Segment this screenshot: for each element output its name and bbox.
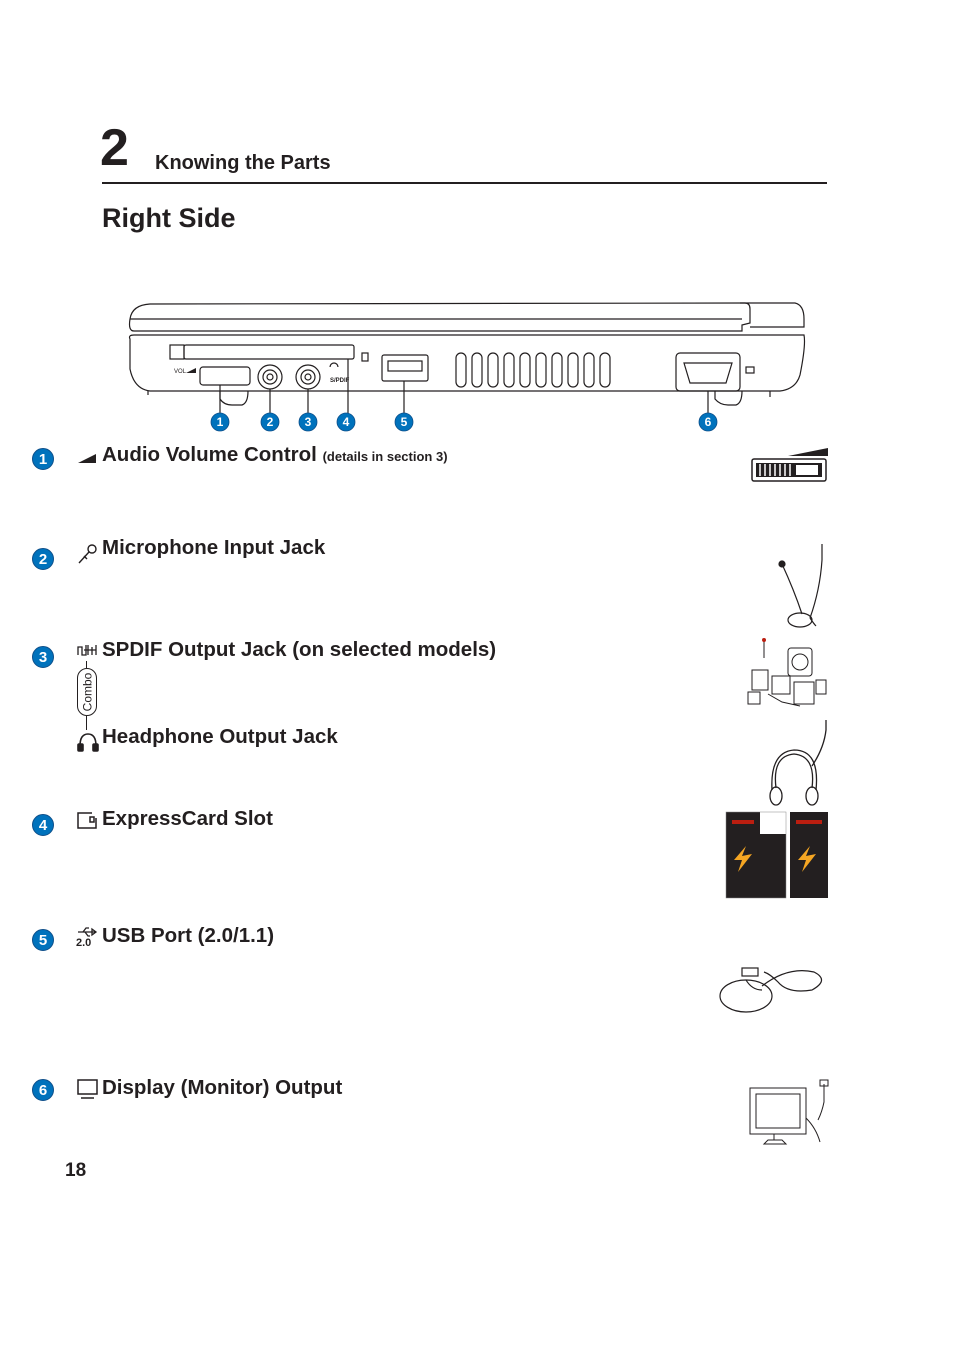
callout-6: 6 [705,415,712,429]
expresscard-illustration [725,811,828,899]
audio-volume-title: Audio Volume Control [102,443,317,466]
microphone-icon [78,544,97,564]
chapter-number: 2 [100,119,129,177]
page-number: 18 [65,1160,87,1181]
section-title: Right Side [102,203,236,233]
usb-title: USB Port (2.0/1.1) [102,924,275,947]
vol-label: VOL [174,369,187,375]
combo-label: Combo [80,672,94,712]
headphone-title: Headphone Output Jack [102,725,338,748]
item-number-1: 1 [32,448,54,470]
volume-wheel-illustration [751,448,828,482]
callout-2: 2 [267,415,274,429]
audio-volume-note: (details in section 3) [322,449,448,464]
callout-3: 3 [305,415,312,429]
microphone-illustration [778,544,823,628]
spdif-icon [77,645,97,656]
monitor-title: Display (Monitor) Output [102,1076,343,1099]
item-number-5: 5 [32,929,54,951]
combo-line-bottom [86,716,87,730]
usb-icon [78,927,98,937]
callout-1: 1 [217,415,224,429]
item-title-audio-volume: Audio Volume Control (details in section… [102,443,448,467]
spdif-title: SPDIF Output Jack (on selected models) [102,638,497,661]
header-rule [102,182,827,184]
expresscard-icon [77,812,97,829]
combo-badge: Combo [77,668,97,716]
monitor-illustration [749,1079,829,1145]
usb-version-text: 2.0 [76,937,92,949]
callout-5: 5 [401,415,408,429]
headphones-illustration [769,720,827,806]
item-number-3: 3 [32,646,54,668]
usb-mouse-illustration [719,967,823,1013]
item-number-2: 2 [32,548,54,570]
volume-icon [78,454,96,463]
expresscard-title: ExpressCard Slot [102,807,273,830]
chapter-title: Knowing the Parts [155,152,331,174]
laptop-right-side-diagram: VOL S/PDIF 1 2 3 4 5 6 [128,302,806,432]
headphone-icon [77,733,99,752]
spdif-label: S/PDIF [330,378,350,384]
speaker-system-illustration [747,638,827,707]
item-number-4: 4 [32,814,54,836]
callout-4: 4 [343,415,350,429]
item-number-6: 6 [32,1079,54,1101]
combo-line-top [86,661,87,668]
monitor-icon [77,1079,98,1099]
microphone-title: Microphone Input Jack [102,536,326,559]
